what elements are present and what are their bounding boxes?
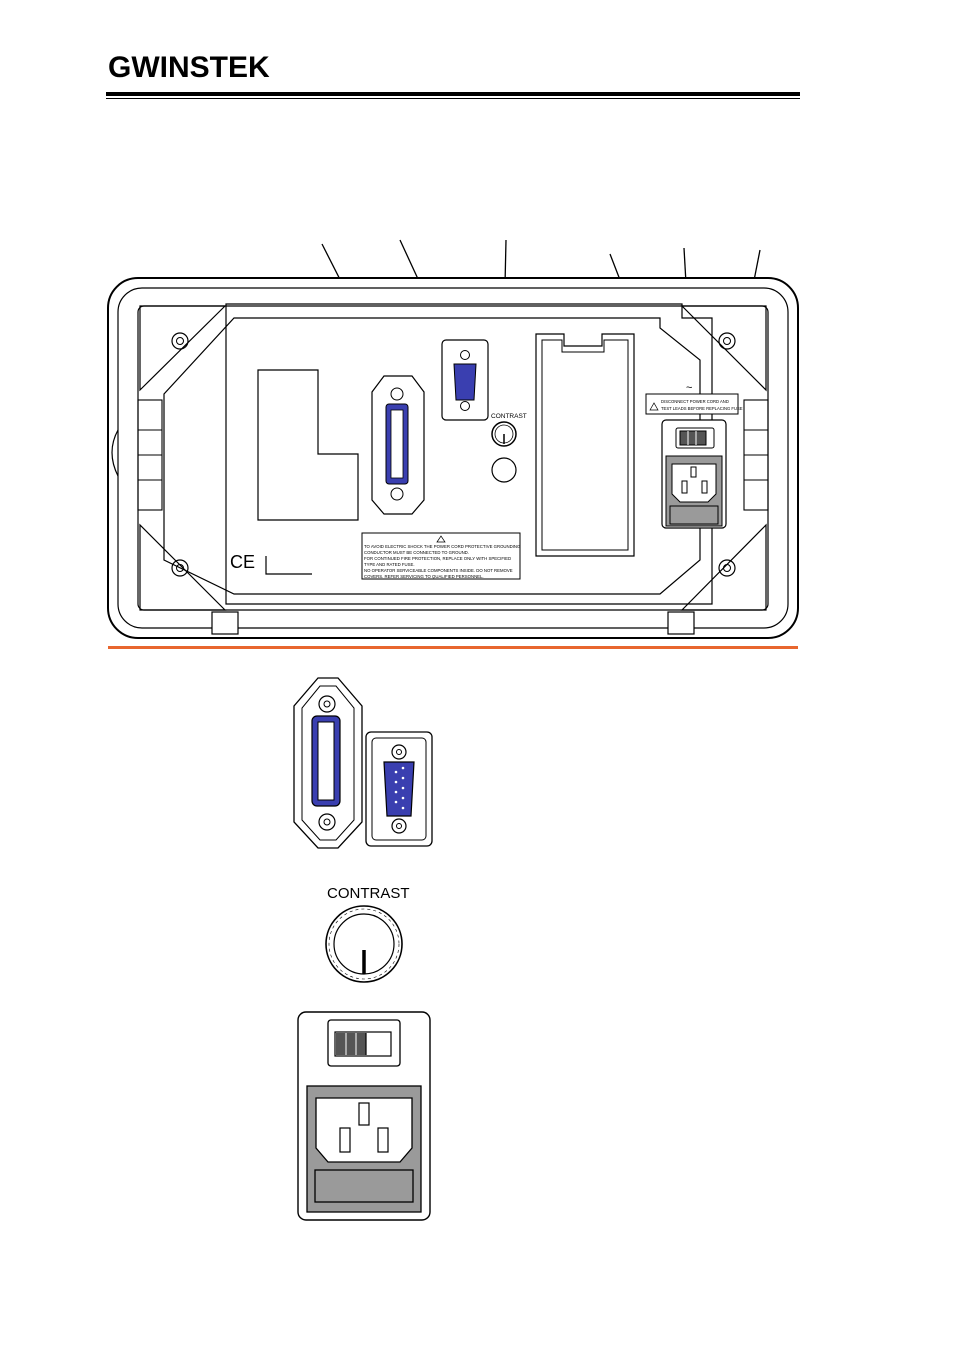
rs232-connector: [441, 339, 489, 421]
brand-name: INSTEK: [159, 51, 270, 84]
safety-line-1: TO AVOID ELECTRIC SHOCK THE POWER CORD P…: [364, 544, 521, 549]
safety-line-6: COVERS. REFER SERVICING TO QUALIFIED PER…: [364, 574, 484, 579]
ce-mark: CE: [230, 552, 255, 572]
section-divider: [108, 646, 798, 649]
contrast-knob-small: CONTRAST: [491, 413, 527, 483]
panel-cover: [535, 333, 635, 557]
gpib-connector: [371, 375, 425, 515]
housing: [107, 277, 799, 639]
label-area: [257, 369, 359, 521]
power-warning-line2: TEST LEADS BEFORE REPLACING FUSE: [661, 406, 743, 411]
safety-line-2: CONDUCTOR MUST BE CONNECTED TO GROUND.: [364, 550, 469, 555]
safety-line-4: TYPE AND RATED FUSE.: [364, 562, 415, 567]
gpib-connector-large: [293, 677, 363, 849]
header-rule-thin: [106, 98, 800, 99]
header-rule-thick: [106, 92, 800, 96]
brand-logo: GWINSTEK: [108, 50, 270, 86]
brand-prefix: GW: [108, 51, 160, 84]
safety-line-3: FOR CONTINUED FIRE PROTECTION, REPLACE O…: [364, 556, 511, 561]
contrast-label-small: CONTRAST: [491, 413, 527, 420]
power-warning-box: ~ DISCONNECT POWER CORD AND TEST LEADS B…: [645, 382, 743, 415]
ac-symbol: ~: [686, 382, 692, 394]
contrast-label-large: CONTRAST: [327, 885, 410, 902]
power-module-large: [297, 1011, 431, 1221]
power-warning-line1: DISCONNECT POWER CORD AND: [661, 399, 729, 404]
safety-notice-box: TO AVOID ELECTRIC SHOCK THE POWER CORD P…: [361, 532, 521, 580]
rs232-connector-large: [365, 731, 433, 847]
safety-line-5: NO OPERATOR SERVICEABLE COMPONENTS INSID…: [364, 568, 513, 573]
rear-panel-illustration: CONTRAST ~ DISCONNECT POWER CORD AND TES…: [107, 239, 799, 639]
contrast-knob-large: CONTRAST: [325, 885, 410, 983]
power-module-small: [661, 419, 727, 529]
